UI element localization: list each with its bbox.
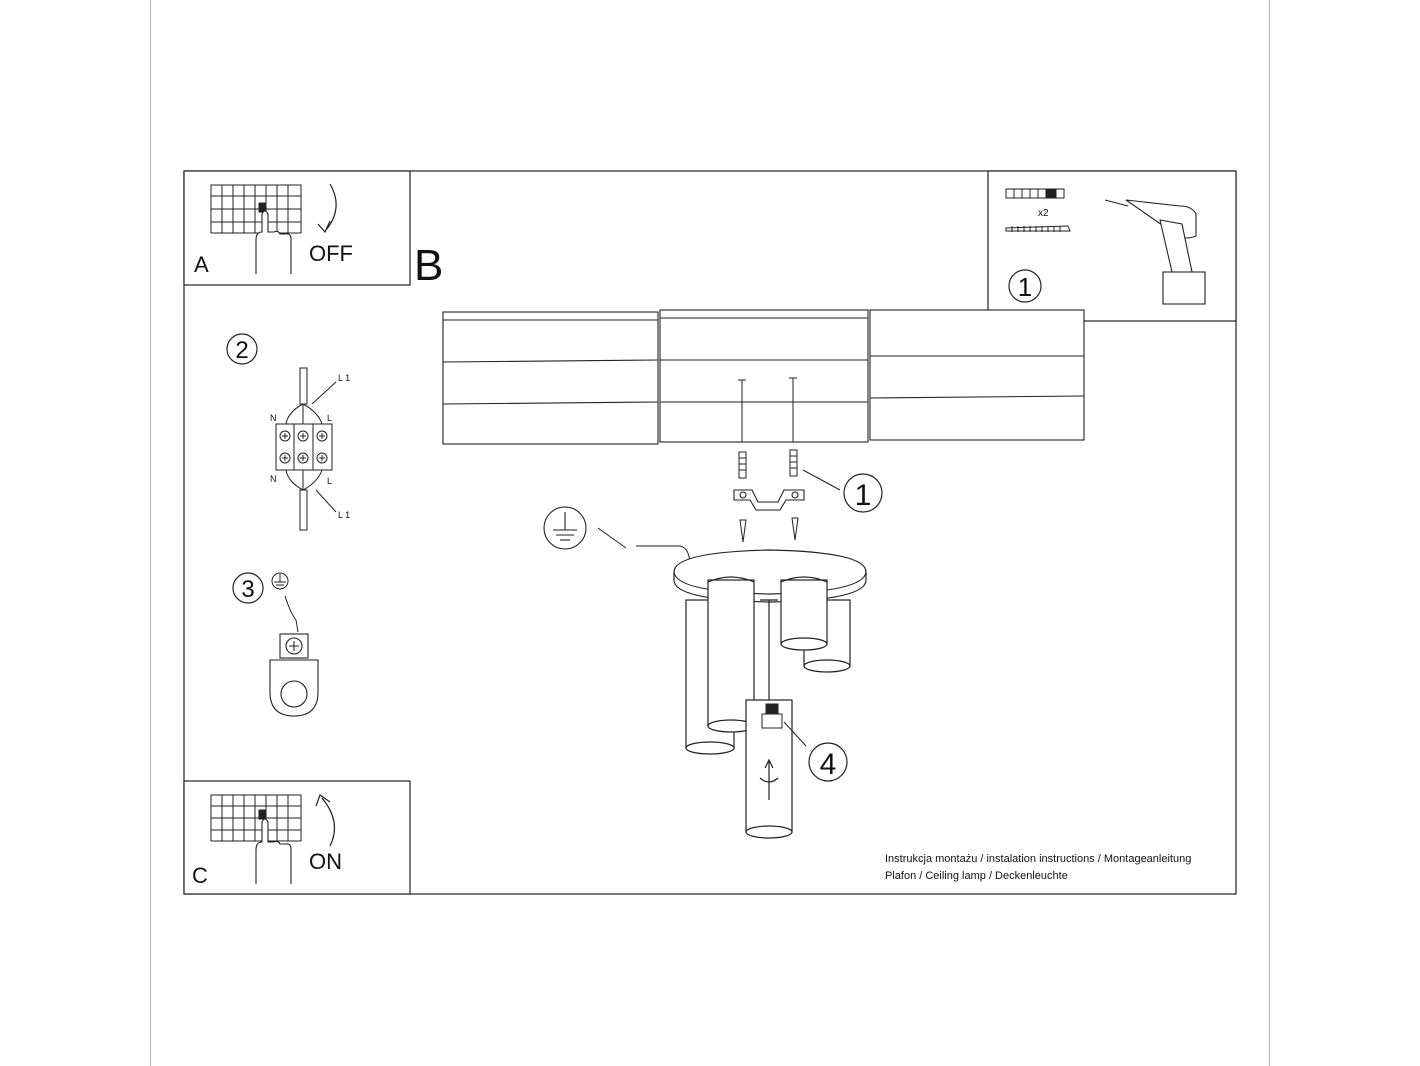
panel-c-power-on: C ON	[183, 780, 411, 895]
ground-symbol-icon	[543, 506, 587, 550]
ceiling-boards	[442, 309, 1085, 445]
hand-icon	[255, 818, 292, 884]
circuit-breaker-icon	[210, 794, 302, 842]
step-3-number: 3	[241, 576, 254, 603]
footer-line-2: Plafon / Ceiling lamp / Deckenleuchte	[885, 870, 1068, 882]
panel-a-power-off: A OFF	[183, 170, 411, 286]
diagram-frame	[183, 170, 1237, 895]
step-2-number: 2	[235, 337, 248, 364]
arrow-up-head-icon	[315, 794, 331, 807]
drill-icon	[1104, 199, 1206, 305]
callout-screw-circle	[808, 742, 848, 782]
panel-c-letter: C	[192, 863, 208, 888]
ground-symbol-icon	[271, 572, 289, 590]
panel-a-letter: A	[194, 252, 209, 277]
panel-b-letter: B	[414, 241, 443, 290]
arrow-down-icon	[325, 183, 337, 231]
tools-step-number: 1	[1018, 272, 1032, 302]
fixing-screw-icon	[761, 703, 783, 729]
ground-wire	[284, 595, 299, 633]
screw-icon	[1005, 225, 1071, 232]
on-label: ON	[309, 849, 342, 874]
footer-line-1: Instrukcja montażu / instalation instruc…	[885, 853, 1191, 865]
wire-label-l-top: L	[327, 413, 332, 423]
wire-label-l1-top: L 1	[338, 373, 350, 383]
left-page-margin	[150, 0, 151, 1066]
quantity-label: x2	[1038, 208, 1049, 219]
hand-icon	[255, 210, 292, 274]
arrow-down-head-icon	[317, 220, 331, 234]
step-2-circle	[226, 333, 258, 365]
callout-line-bracket	[802, 469, 841, 491]
wire-label-n-bottom: N	[270, 474, 277, 484]
wall-plugs	[738, 449, 798, 479]
ceiling-lamp	[673, 549, 867, 839]
wall-plug-icon	[1005, 188, 1065, 199]
callout-bracket-number: 1	[855, 479, 872, 512]
wire-label-l1-bottom: L 1	[338, 510, 350, 520]
panel-a-frame	[183, 170, 411, 286]
lamp-tube	[780, 579, 828, 645]
right-page-margin	[1269, 0, 1270, 1066]
callout-line-screw	[783, 721, 807, 747]
terminal-block-icon	[275, 367, 337, 531]
step-3-grounding: 3	[232, 572, 319, 717]
step-3-circle	[232, 572, 264, 604]
arrow-up-icon	[321, 797, 336, 847]
step-2-wiring: 2 L 1 N L N L L 1	[226, 333, 350, 531]
off-label: OFF	[309, 241, 353, 266]
panel-c-frame	[183, 780, 411, 895]
ground-lug-icon	[269, 633, 319, 717]
wire-label-n-top: N	[270, 413, 277, 423]
callout-screw-number: 4	[820, 748, 837, 781]
panel-tools: x2 1	[987, 170, 1237, 322]
tools-step-circle	[1008, 269, 1042, 303]
wire-label-l-bottom: L	[327, 476, 332, 486]
ground-wire	[597, 527, 691, 567]
drill-holes	[738, 377, 797, 442]
mounting-screws	[739, 517, 799, 543]
callout-bracket-circle	[843, 473, 883, 513]
mounting-bracket	[733, 489, 805, 511]
